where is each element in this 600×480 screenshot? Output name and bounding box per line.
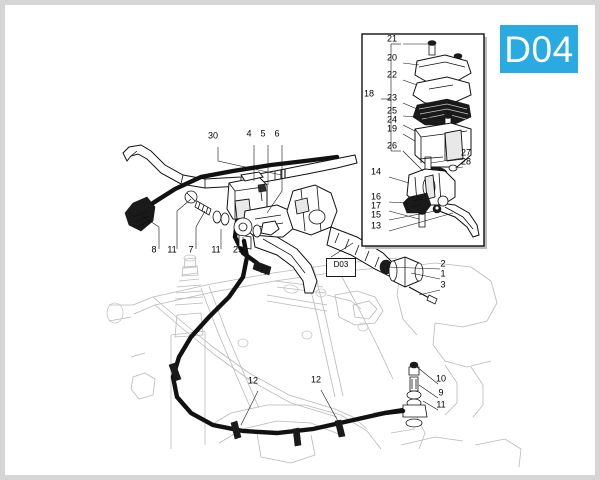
reference-badge-d03[interactable]: D03 — [326, 258, 356, 277]
callout-28: 28 — [460, 156, 472, 167]
callout-11: 11 — [211, 244, 221, 255]
callout-1: 1 — [440, 268, 446, 279]
diagram-code-badge: D04 — [500, 25, 578, 73]
inset-artwork — [361, 33, 487, 249]
caliper-banjo-fitting — [382, 361, 428, 428]
callout-16: 16 — [370, 191, 382, 202]
callout-30: 30 — [207, 130, 219, 141]
callout-26: 26 — [386, 140, 398, 151]
callout-3: 3 — [440, 279, 446, 290]
front-brake-master-cylinder-assembly — [226, 171, 318, 294]
parts-diagram-artwork: .gl { fill:none; stroke:#b9b9b9; stroke-… — [106, 33, 522, 468]
callout-9: 9 — [438, 387, 444, 398]
callout-14: 14 — [370, 166, 382, 177]
callout-22: 22 — [386, 69, 398, 80]
callout-2: 2 — [440, 258, 446, 269]
callout-15: 15 — [370, 209, 382, 220]
callout-11: 11 — [436, 399, 446, 410]
callout-8: 8 — [151, 244, 157, 255]
callout-27: 27 — [460, 147, 472, 158]
callout-4: 4 — [246, 128, 252, 139]
diagram-canvas: .gl { fill:none; stroke:#b9b9b9; stroke-… — [5, 5, 595, 475]
ghost-chassis-outline — [106, 254, 522, 468]
callout-12: 12 — [247, 375, 259, 386]
callout-7: 7 — [188, 244, 194, 255]
callout-6: 6 — [274, 128, 280, 139]
bar-end-weight-assembly — [379, 256, 438, 305]
callout-12: 12 — [310, 374, 322, 385]
callout-5: 5 — [260, 128, 266, 139]
callout-13: 13 — [370, 220, 382, 231]
callout-24: 24 — [386, 114, 398, 125]
callout-25: 25 — [386, 105, 398, 116]
callout-10: 10 — [435, 373, 447, 384]
callout-19: 19 — [386, 123, 398, 134]
callout-20: 20 — [386, 52, 398, 63]
callout-21: 21 — [386, 33, 398, 44]
callout-18: 18 — [363, 88, 375, 99]
callout-11: 11 — [167, 244, 177, 255]
front-brake-hose — [150, 154, 412, 447]
callout-29: 29 — [232, 244, 244, 255]
handlebar — [122, 144, 358, 189]
main-leader-lines — [140, 145, 441, 426]
callout-17: 17 — [370, 200, 382, 211]
callout-23: 23 — [386, 92, 398, 103]
